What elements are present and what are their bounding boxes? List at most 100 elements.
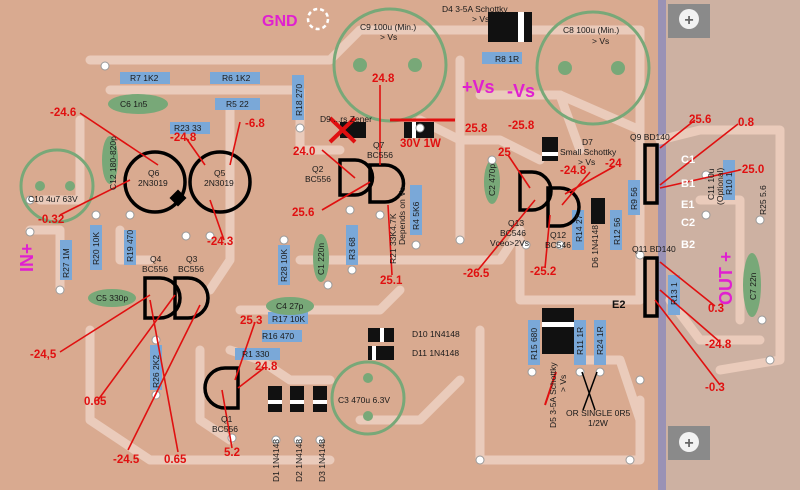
label-r9: R9 56 — [629, 187, 639, 210]
gnd-symbol — [306, 7, 330, 31]
label-r19: R19 470 — [125, 230, 135, 262]
net-labels: GND +Vs -Vs IN+ OUT + — [17, 13, 736, 305]
label-c11-a: C11 10u — [706, 168, 716, 200]
label-q12-a: Q12 — [550, 230, 566, 240]
label-r25: R25 5.6 — [758, 185, 768, 215]
label-d10: D10 1N4148 — [412, 329, 460, 339]
label-r5: R5 22 — [226, 99, 249, 109]
voltage-v14: -24.8 — [560, 165, 587, 177]
label-r24: R24 1R — [595, 326, 605, 355]
label-r12: R12 56 — [612, 217, 622, 245]
label-c9-b: > Vs — [380, 32, 397, 42]
label-d11: D11 1N4148 — [412, 348, 459, 358]
label-q3-b: BC556 — [178, 264, 204, 274]
pin-b2: B2 — [681, 239, 695, 251]
label-r27: R27 1M — [61, 248, 71, 278]
label-c8-a: C8 100u (Min.) — [563, 25, 619, 35]
label-q6-b: 2N3019 — [138, 178, 168, 188]
pin-b1: B1 — [681, 178, 695, 190]
label-q3-a: Q3 — [186, 254, 198, 264]
label-c8-b: > Vs — [592, 36, 609, 46]
pin-c2: C2 — [681, 217, 695, 229]
label-r11: R11 1R — [575, 327, 585, 355]
mounting-hole-bottom: + — [668, 426, 710, 460]
label-r1: R1 330 — [242, 349, 270, 359]
label-r16: R16 470 — [262, 331, 294, 341]
vs-positive-label: +Vs — [462, 77, 495, 97]
label-r3: R3 68 — [347, 237, 357, 260]
label-q11: Q11 BD140 — [632, 244, 676, 254]
label-r7: R7 1K2 — [130, 73, 159, 83]
gnd-label: GND — [262, 13, 298, 30]
voltage-v23: 25.3 — [240, 315, 262, 327]
voltage-v7: 24.8 — [372, 73, 395, 85]
svg-text:+: + — [684, 12, 693, 29]
voltage-v2: -24.8 — [170, 132, 197, 144]
pin-e2: E2 — [612, 299, 625, 311]
voltage-v4: -0.32 — [38, 214, 64, 226]
label-c11-b: (Optional) — [715, 168, 725, 205]
voltage-v17: -25.0 — [738, 164, 764, 176]
label-r13: R13 1 — [669, 282, 679, 305]
capacitor-c3 — [330, 360, 406, 436]
voltage-v12: 25 — [498, 147, 511, 159]
label-q5-b: 2N3019 — [204, 178, 234, 188]
voltage-v18: -26.5 — [463, 268, 490, 280]
voltage-v6: 24.0 — [293, 146, 315, 158]
voltage-v8: 25.8 — [465, 123, 488, 135]
svg-text:+: + — [684, 435, 693, 452]
label-c2: C2 470p — [487, 164, 497, 196]
label-q4-b: BC556 — [142, 264, 168, 274]
voltage-v10: 25.6 — [292, 207, 314, 219]
label-r17: R17 10K — [272, 314, 305, 324]
label-r23: R23 33 — [174, 123, 202, 133]
label-d4: D4 3-5A Schottky — [442, 4, 508, 14]
label-c9-a: C9 100u (Min.) — [360, 22, 416, 32]
label-r21-a: R21 33K4.7K — [388, 213, 398, 264]
label-d7-c: > Vs — [578, 157, 595, 167]
label-d5-c: OR SINGLE 0R5 — [566, 408, 631, 418]
heatsink-edge — [658, 0, 666, 490]
voltage-v25: -24,5 — [30, 349, 57, 361]
small-capacitors — [88, 94, 761, 317]
label-q9: Q9 BD140 — [630, 132, 670, 142]
voltage-labels: -24.6 -24.8 -6.8 -0.32 -24.3 24.0 24.8 2… — [30, 73, 764, 466]
label-r18: R18 270 — [294, 84, 304, 116]
voltage-v19: -25.2 — [530, 266, 556, 278]
label-q13-a: Q13 — [508, 218, 524, 228]
label-q6-a: Q6 — [148, 168, 160, 178]
label-d4-b: > Vs — [472, 14, 489, 24]
label-q7-a: Q7 — [373, 140, 385, 150]
label-q4-a: Q4 — [150, 254, 162, 264]
label-c4: C4 27p — [276, 301, 304, 311]
label-d7-a: D7 — [582, 137, 593, 147]
capacitor-c10 — [19, 148, 95, 224]
voltage-v29: 5.2 — [224, 447, 240, 459]
pin-c1: C1 — [681, 154, 695, 166]
vs-negative-label: -Vs — [507, 81, 535, 101]
label-d5-b: > Vs — [558, 375, 568, 392]
label-q12-b: BC546 — [545, 240, 571, 250]
label-d6: D6 1N4148 — [590, 225, 600, 268]
voltage-v9: -25.8 — [508, 120, 535, 132]
label-d7-b: Small Schottky — [560, 147, 617, 157]
label-c10: C10 4u7 63V — [28, 194, 78, 204]
label-c5: C5 330p — [96, 293, 128, 303]
voltage-v1: -24.6 — [50, 107, 76, 119]
label-q1-a: Q1 — [221, 414, 233, 424]
voltage-v26: 0.65 — [84, 396, 107, 408]
voltage-v20: 0.3 — [708, 303, 724, 315]
label-r28: R28 10K — [279, 249, 289, 282]
label-r15: R15 680 — [529, 328, 539, 360]
capacitor-c8 — [535, 10, 651, 126]
voltage-v21: -24.8 — [705, 339, 732, 351]
label-r21-b: Depends on Vs — [397, 187, 407, 245]
input-label: IN+ — [17, 243, 37, 272]
label-d5-d: 1/2W — [588, 418, 608, 428]
label-r6: R6 1K2 — [222, 73, 251, 83]
label-d3: D3 1N4148 — [317, 439, 327, 482]
label-q1-b: BC556 — [212, 424, 238, 434]
leader-lines — [59, 85, 741, 453]
